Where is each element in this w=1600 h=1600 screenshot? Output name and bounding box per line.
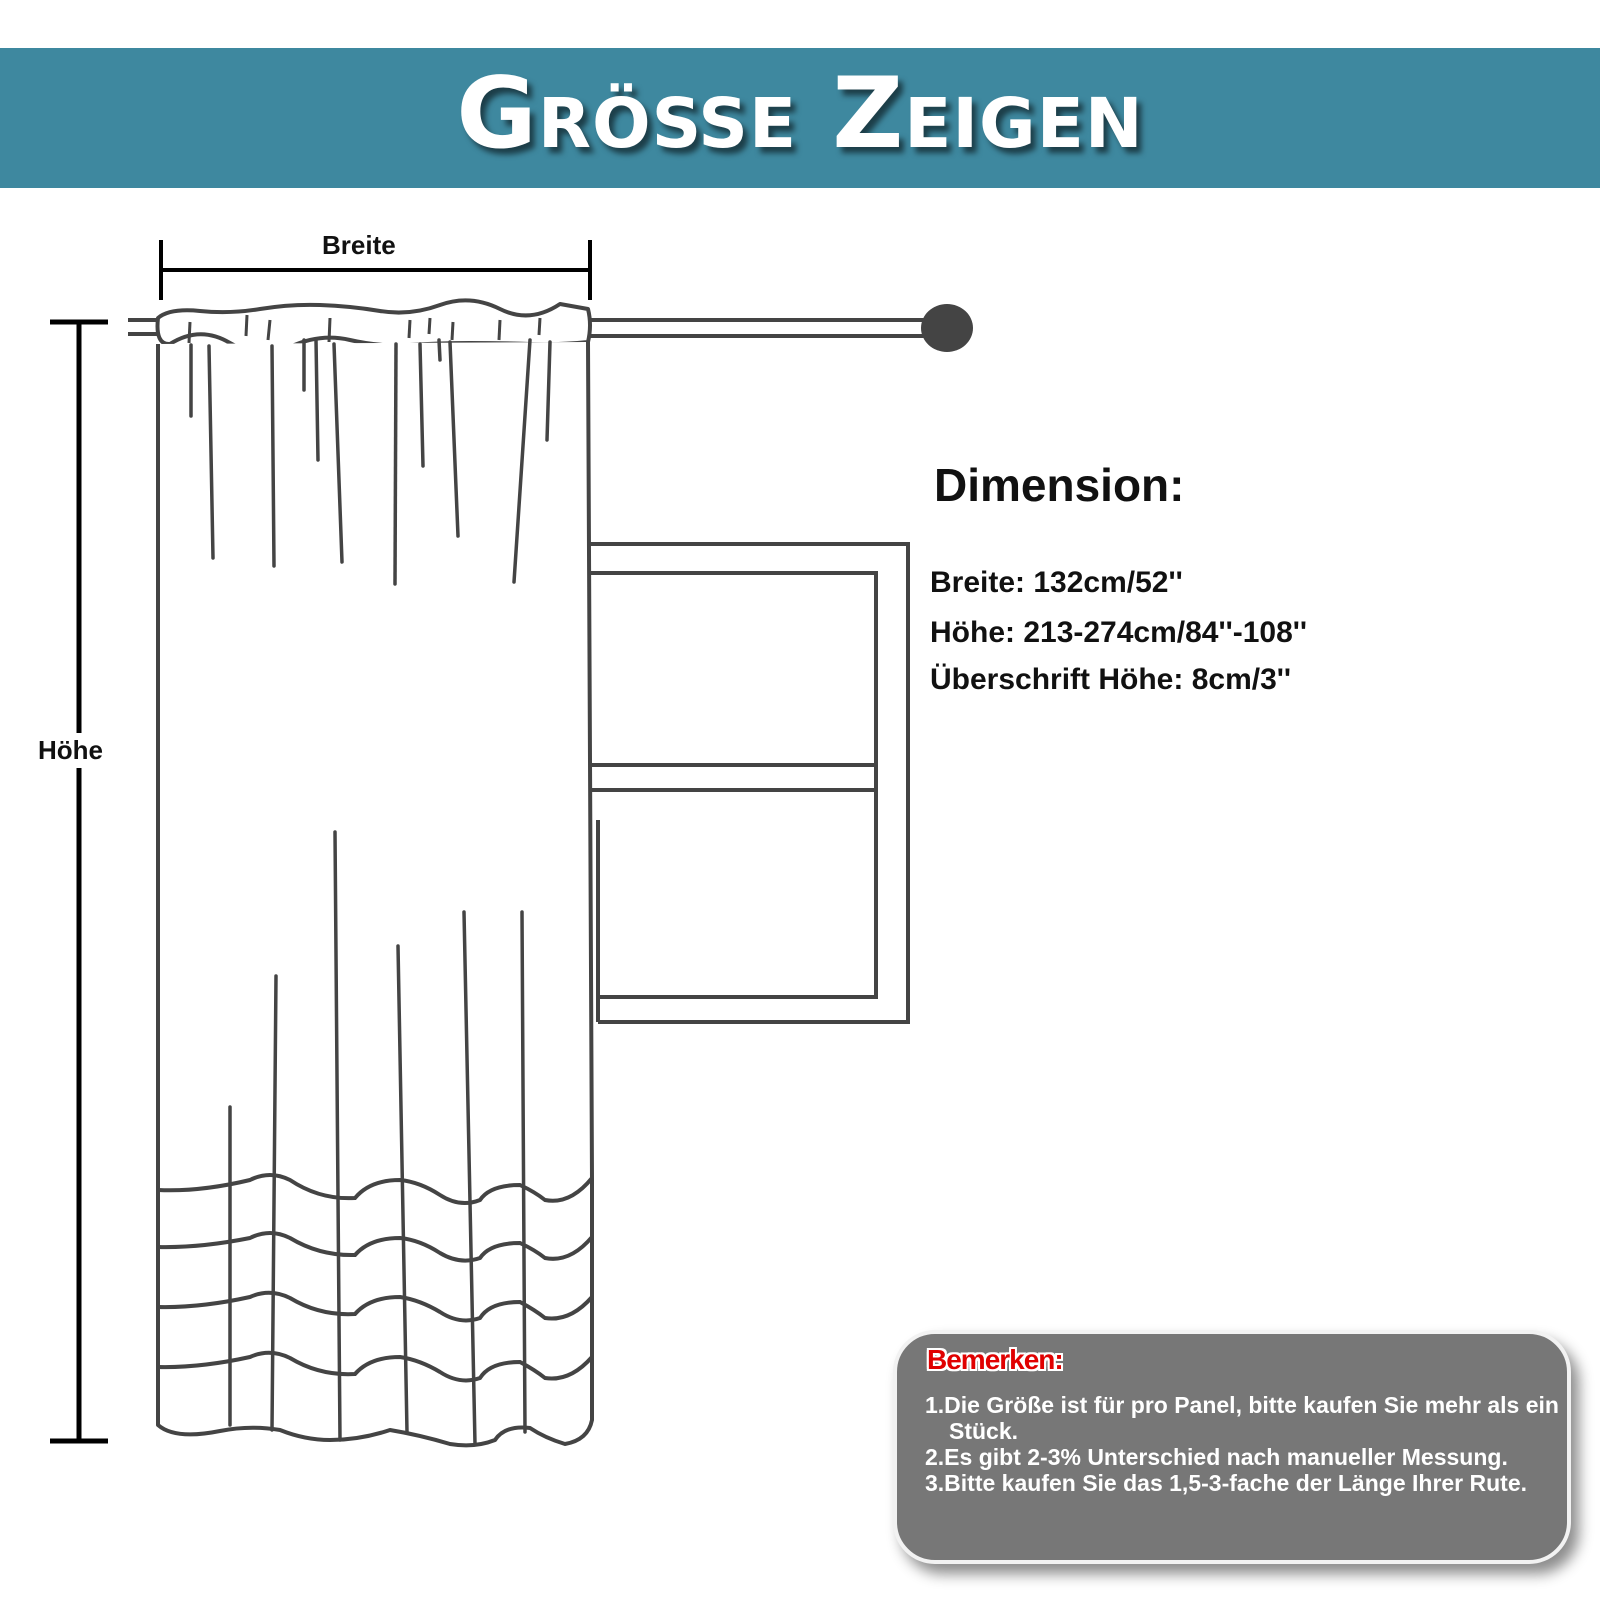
- notes-title: Bemerken:: [927, 1344, 1064, 1375]
- page-title: Größe Zeigen: [456, 57, 1144, 171]
- dimension-header-height: Überschrift Höhe: 8cm/3'': [930, 663, 1292, 696]
- height-label: Höhe: [38, 733, 103, 768]
- header-banner: [0, 48, 1600, 188]
- dimension-title: Dimension:: [934, 459, 1185, 511]
- notes-box: Bemerken: 1.Die Größe ist für pro Panel,…: [893, 1330, 1571, 1564]
- curtain-upper-folds: [189, 338, 552, 586]
- window-frame: [590, 542, 910, 1024]
- note-item: 2.Es gibt 2-3% Unterschied nach manuelle…: [925, 1444, 1508, 1470]
- width-measure-line: [159, 240, 592, 300]
- curtain-panel: [155, 298, 594, 1448]
- note-item: 3.Bitte kaufen Sie das 1,5-3-fache der L…: [925, 1470, 1528, 1496]
- curtain-lower-folds: [228, 830, 527, 1446]
- width-label: Breite: [322, 230, 396, 260]
- curtain-hem-bands: [157, 1173, 594, 1383]
- dimension-width: Breite: 132cm/52'': [930, 566, 1183, 599]
- note-item: 1.Die Größe ist für pro Panel, bitte kau…: [925, 1392, 1559, 1444]
- rod-finial-icon: [921, 304, 973, 352]
- curtain-rod: [128, 318, 930, 338]
- dimension-height: Höhe: 213-274cm/84''-108'': [930, 616, 1308, 649]
- notes-list: 1.Die Größe ist für pro Panel, bitte kau…: [925, 1392, 1565, 1496]
- height-measure-line: [50, 319, 108, 1444]
